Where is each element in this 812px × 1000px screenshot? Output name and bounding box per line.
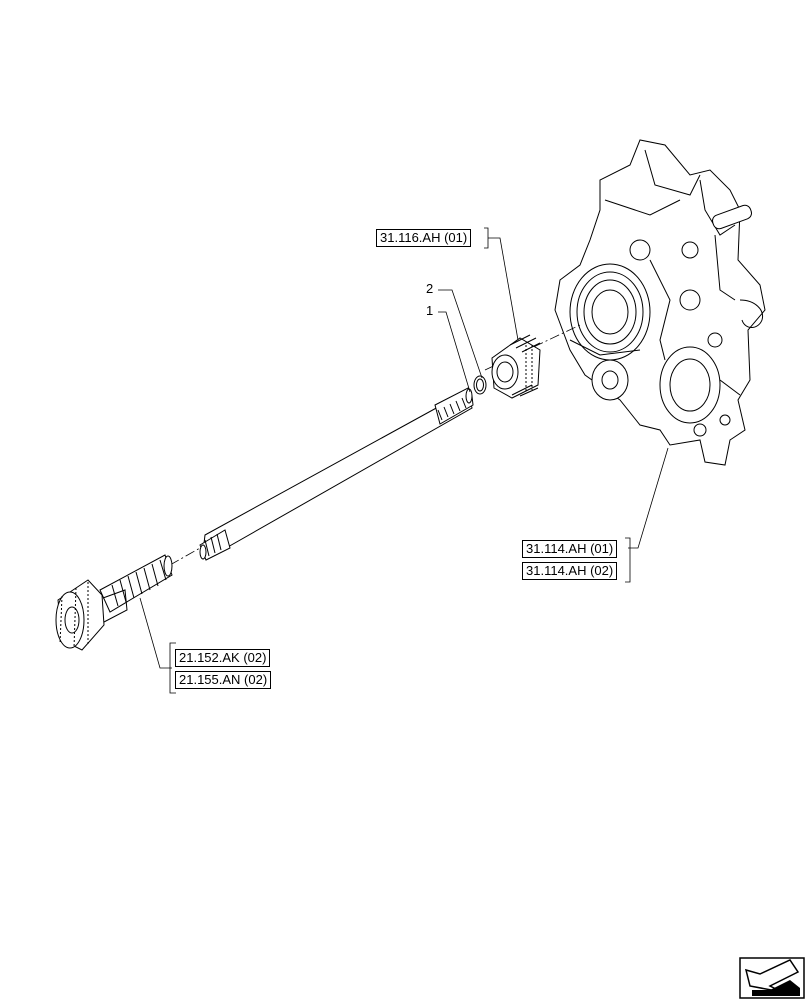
item-1-callout: 1: [426, 303, 434, 318]
leader-lines: [139, 227, 669, 694]
ref-21-155-an-02[interactable]: 21.155.AN (02): [175, 671, 272, 689]
sliding-gear: [491, 334, 541, 399]
ref-31-114-ah-02[interactable]: 31.114.AH (02): [522, 562, 618, 580]
transmission-housing: [554, 139, 766, 466]
ref-31-116-ah-01[interactable]: 31.116.AH (01): [376, 229, 472, 247]
main-shaft: [199, 387, 474, 561]
item-2-callout: 2: [426, 281, 434, 296]
ref-31-114-ah-01[interactable]: 31.114.AH (01): [522, 540, 618, 558]
axis-centerline: [169, 324, 581, 566]
arrow-navigation-icon[interactable]: [739, 957, 805, 999]
pinion-shaft: [55, 554, 173, 651]
snap-ring: [473, 375, 487, 395]
ref-21-152-ak-02[interactable]: 21.152.AK (02): [175, 649, 271, 667]
